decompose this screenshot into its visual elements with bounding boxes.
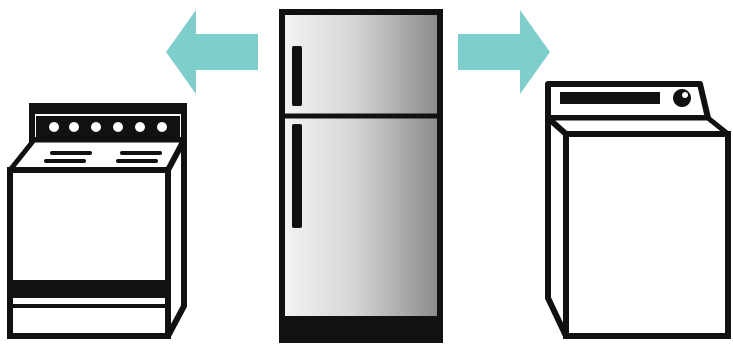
washing-machine-icon	[545, 81, 731, 339]
stove-knobs	[49, 122, 167, 132]
arrow-left-icon	[166, 10, 258, 94]
arrow-right-icon	[458, 10, 550, 94]
stove-burners	[44, 151, 162, 163]
refrigerator-icon	[279, 9, 443, 343]
stove-icon	[7, 103, 187, 339]
